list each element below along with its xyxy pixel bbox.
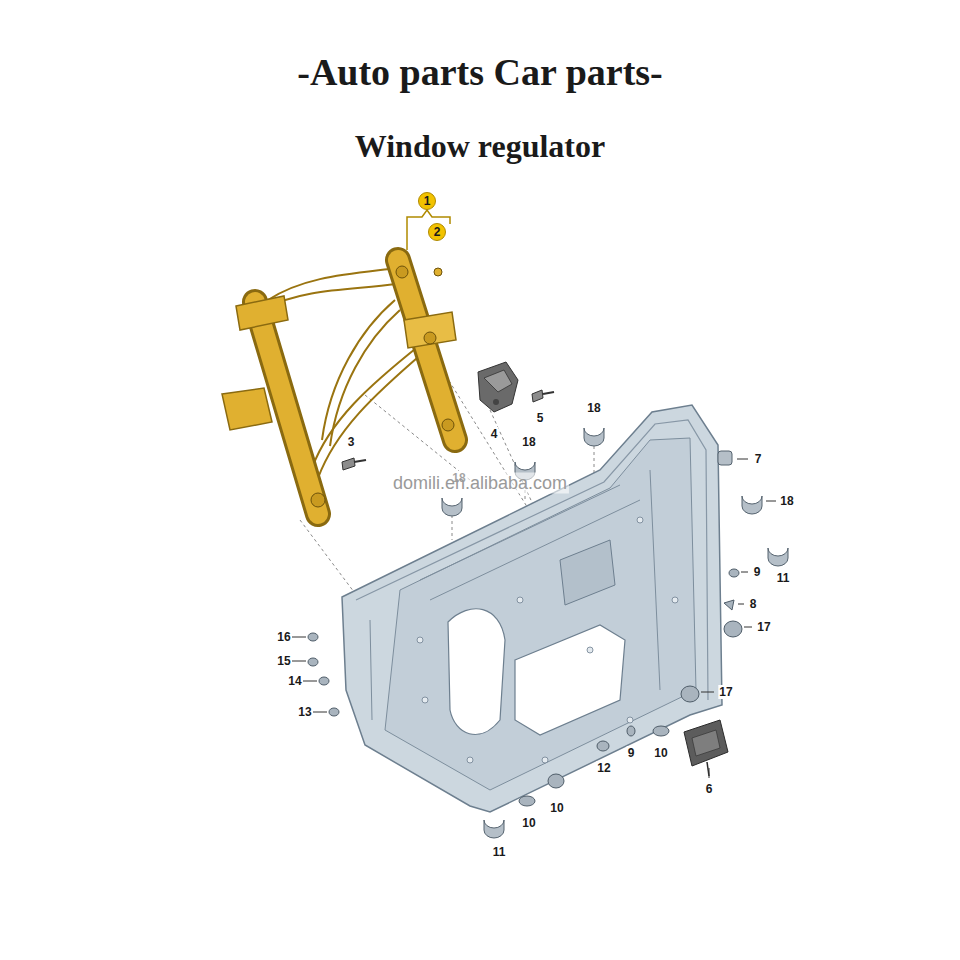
window-motor xyxy=(478,362,518,412)
plug xyxy=(308,569,742,806)
callout-number: 4 xyxy=(490,427,499,441)
callout-number: 17 xyxy=(718,685,733,699)
callout-number: 8 xyxy=(749,597,758,611)
callout-number: 16 xyxy=(276,630,291,644)
callout-number: 14 xyxy=(287,674,302,688)
callout-number: 3 xyxy=(347,435,356,449)
door-panel xyxy=(342,405,722,812)
callout-number: 6 xyxy=(705,782,714,796)
callout-number: 9 xyxy=(753,565,762,579)
callout-number: 2 xyxy=(428,223,446,241)
callout-number: 17 xyxy=(756,620,771,634)
screw xyxy=(342,390,554,470)
subtitle: Window regulator xyxy=(355,128,605,165)
callout-number: 18 xyxy=(586,401,601,415)
watermark: domili.en.alibaba.com xyxy=(391,473,569,494)
callout-number: 10 xyxy=(521,816,536,830)
bracket xyxy=(407,210,450,250)
control-module xyxy=(684,720,728,776)
callout-number: 18 xyxy=(779,494,794,508)
callout-number: 10 xyxy=(653,746,668,760)
callout-number: 1 xyxy=(418,192,436,210)
callout-number: 9 xyxy=(627,746,636,760)
callout-number: 18 xyxy=(521,435,536,449)
callout-number: 12 xyxy=(596,761,611,775)
callout-number: 5 xyxy=(536,411,545,425)
callout-number: 11 xyxy=(776,571,791,585)
callout-number: 10 xyxy=(549,801,564,815)
callout-number: 11 xyxy=(492,845,507,859)
callout-number: 15 xyxy=(276,654,291,668)
page-title: -Auto parts Car parts- xyxy=(297,50,663,94)
callout-number: 7 xyxy=(754,452,763,466)
callout-number: 13 xyxy=(297,705,312,719)
leader-dash xyxy=(292,459,776,778)
